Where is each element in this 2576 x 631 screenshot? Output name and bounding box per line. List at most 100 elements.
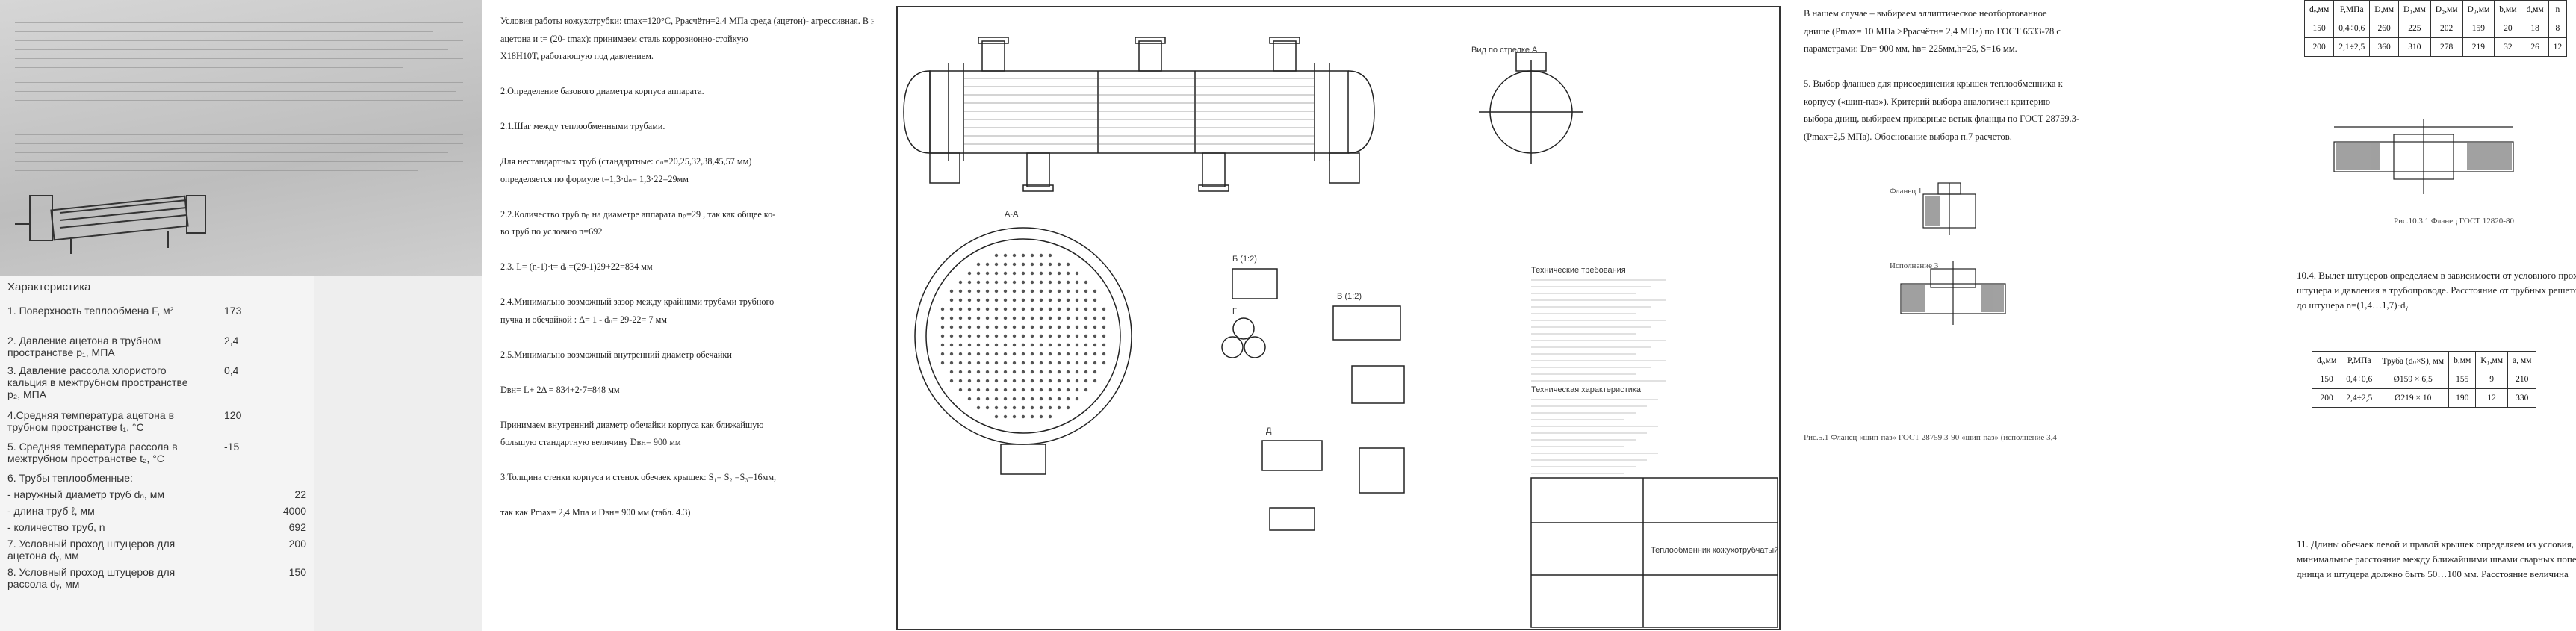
characteristic-row: 4.Средняя температура ацетона в трубном … <box>7 409 306 433</box>
table-cell: 18 <box>2521 19 2549 38</box>
characteristic-row: - наружный диаметр труб dₙ, мм 22 <box>7 488 306 500</box>
characteristic-label: - наружный диаметр труб dₙ, мм <box>7 488 165 500</box>
panel-calculation-text: Условия работы кожухотрубки: tmax=120°C,… <box>482 0 874 631</box>
panel-photo-and-characteristics: Характеристика 1. Поверхность теплообмен… <box>0 0 482 631</box>
characteristic-label: 1. Поверхность теплообмена F, м² <box>7 305 174 317</box>
fig10-caption: Рис.10.3.1 Фланец ГОСТ 12820-80 <box>2394 217 2514 226</box>
characteristic-row: 5. Средняя температура рассола в межтруб… <box>7 441 306 464</box>
table-cell: 0,4÷0,6 <box>2341 370 2378 389</box>
characteristic-value: 4000 <box>282 505 306 517</box>
calc-text-line: Условия работы кожухотрубки: tmax=120°C,… <box>500 16 874 26</box>
flange-text-line: (Pmax=2,5 МПа). Обоснование выбора п.7 р… <box>1804 131 2012 142</box>
fig5-label-flange: Фланец 1 <box>1890 187 1922 196</box>
drawing-label-detail-b: Б (1:2) <box>1232 255 1257 264</box>
calc-text-line: 3.Толщина стенки корпуса и стенок обечае… <box>500 472 777 482</box>
drawing-label-detail-g: Г <box>1232 307 1237 316</box>
characteristic-row: 2. Давление ацетона в трубном пространст… <box>7 335 306 358</box>
table-cell: 200 <box>2311 388 2342 408</box>
characteristic-label: - длина труб ℓ, мм <box>7 505 95 517</box>
table-cell: 9 <box>2475 370 2509 389</box>
calc-text-line: ацетона и t= (20- tmax): принимаем сталь… <box>500 33 748 44</box>
table-cell: 360 <box>2369 37 2400 57</box>
characteristic-value: 150 <box>288 566 306 578</box>
table-header-cell: d,мм <box>2521 0 2549 19</box>
table-cell: 190 <box>2448 388 2477 408</box>
table-header-cell: K₁,мм <box>2475 351 2509 370</box>
shell-length-text-line: 11. Длины обечаек левой и правой крышек … <box>2297 538 2576 550</box>
calc-text-line: большую стандартную величину Dвн= 900 мм <box>500 437 681 447</box>
calc-text-line: 2.Определение базового диаметра корпуса … <box>500 86 704 96</box>
drawing-label-detail-d: Д <box>1266 426 1272 435</box>
table-header-cell: dᵧ,мм <box>2311 351 2342 370</box>
table-cell: 200 <box>2303 37 2335 57</box>
calc-text-line: Для нестандартных труб (стандартные: dₙ=… <box>500 156 752 167</box>
table-cell: 8 <box>2548 19 2568 38</box>
table-cell: 2,4÷2,5 <box>2341 388 2378 408</box>
characteristic-value: 200 <box>288 538 306 550</box>
heat-exchanger-drawing: Вид по стрелке А А-А Б (1:2) В (1:2) Г Д… <box>903 37 1778 628</box>
photo-heat-exchanger-sketch <box>15 195 206 254</box>
table-header-cell: a, мм <box>2507 351 2537 370</box>
drawing-label-section-aa: А-А <box>1005 210 1019 219</box>
calc-text-line: Dвн= L+ 2Δ = 834+2·7=848 мм <box>500 384 620 395</box>
table-cell: 150 <box>2303 19 2335 38</box>
panel-flanges-calc: В нашем случае – выбираем эллиптическое … <box>1781 0 2576 631</box>
characteristic-row: 8. Условный проход штуцеров для рассола … <box>7 566 306 590</box>
characteristic-value: 120 <box>224 409 242 421</box>
calc-text-line: так как Pmax= 2,4 Мпа и Dвн= 900 мм (таб… <box>500 507 691 517</box>
table-cell: 32 <box>2494 37 2522 57</box>
table-cell: 219 <box>2462 37 2495 57</box>
tube-bundle <box>963 78 1315 145</box>
flange-text-line: В нашем случае – выбираем эллиптическое … <box>1804 8 2047 19</box>
calc-text-line: пучка и обечайкой : Δ= 1 - dₙ= 29-22= 7 … <box>500 314 667 325</box>
fig5-caption: Рис.5.1 Фланец «шип-паз» ГОСТ 28759.3-90… <box>1804 433 2057 442</box>
table-cell: 278 <box>2430 37 2463 57</box>
table-cell: 202 <box>2430 19 2463 38</box>
shell-length-text-line: минимальное расстояние между ближайшими … <box>2297 553 2576 565</box>
table-header-cell: D₂,мм <box>2430 0 2463 19</box>
photographed-document <box>0 0 482 276</box>
table-cell: 260 <box>2369 19 2400 38</box>
drawing-label-view-a: Вид по стрелке А <box>1471 46 1538 55</box>
characteristic-label: 2. Давление ацетона в трубном пространст… <box>7 335 161 358</box>
characteristic-row: 7. Условный проход штуцеров для ацетона … <box>7 538 306 562</box>
characteristic-label: 6. Трубы теплообменные: <box>7 472 133 484</box>
characteristic-label: 8. Условный проход штуцеров для рассола … <box>7 566 176 590</box>
characteristic-label: 3. Давление рассола хлористого кальция в… <box>7 364 188 400</box>
characteristic-label: 5. Средняя температура рассола в межтруб… <box>7 441 178 464</box>
characteristic-row: 1. Поверхность теплообмена F, м² 173 <box>7 305 306 317</box>
table-cell: 12 <box>2548 37 2568 57</box>
characteristic-value: 0,4 <box>224 364 239 376</box>
calc-text-line: 2.4.Минимально возможный зазор между кра… <box>500 296 775 307</box>
flange-text-line: выбора днищ, выбираем приварные встык фл… <box>1804 114 2080 124</box>
shell-length-text-line: днища и штуцера должно быть 50…100 мм. Р… <box>2297 568 2569 579</box>
drawing-notes <box>1531 279 1666 474</box>
table-cell: 150 <box>2311 370 2342 389</box>
characteristic-value: 2,4 <box>224 335 239 346</box>
table-cell: 26 <box>2521 37 2549 57</box>
table-header-cell: b,мм <box>2448 351 2477 370</box>
table-header-cell: dᵧ,мм <box>2303 0 2335 19</box>
characteristic-value: 173 <box>224 305 242 317</box>
characteristic-label: 4.Средняя температура ацетона в трубном … <box>7 409 175 433</box>
calc-text-line: 2.5.Минимально возможный внутренний диам… <box>500 349 732 360</box>
table-header-cell: P,МПа <box>2333 0 2371 19</box>
table-cell: 12 <box>2475 388 2509 408</box>
flange-text-line: 5. Выбор фланцев для присоединения крыше… <box>1804 78 2063 89</box>
table-cell: 225 <box>2398 19 2431 38</box>
drawing-label-tech-spec: Техническая характеристика <box>1531 385 1642 394</box>
characteristics-card: Характеристика 1. Поверхность теплообмен… <box>0 276 314 631</box>
panel-engineering-drawing: Вид по стрелке А А-А Б (1:2) В (1:2) Г Д… <box>874 0 1781 631</box>
table-header-cell: b,мм <box>2494 0 2522 19</box>
characteristic-value: 22 <box>294 488 306 500</box>
table-cell: Ø219 × 10 <box>2377 388 2450 408</box>
table-cell: Ø159 × 6,5 <box>2377 370 2450 389</box>
table-header-cell: P,МПа <box>2341 351 2378 370</box>
nozzle-text-line: до штуцера n=(1,4…1,7)·dᵧ <box>2297 299 2408 311</box>
